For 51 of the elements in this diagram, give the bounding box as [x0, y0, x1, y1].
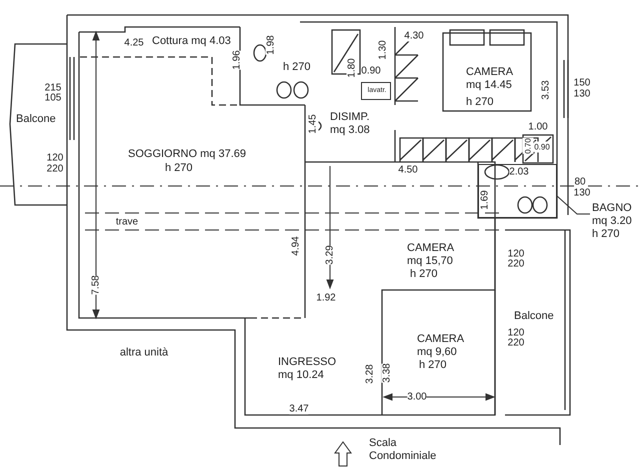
dimension-label: 120 [508, 328, 524, 338]
dimension-label: 105 [44, 92, 62, 104]
room-label: DISIMP. mq 3.08 [330, 111, 371, 137]
area-label: altra unità [120, 348, 168, 358]
dimension-label: 1.96 [232, 50, 242, 70]
room-label: Balcone [514, 310, 555, 323]
dimension-label: 130 [574, 88, 590, 100]
bathroom-area [478, 164, 557, 218]
ceiling-height: h 270 [165, 162, 194, 175]
leader-line [556, 196, 590, 214]
dimension-label: 2.03 [509, 166, 529, 178]
room-label: CAMERA mq 14.45 [466, 66, 514, 92]
dimension-label: 220 [508, 258, 524, 270]
dimension-label: 1.80 [346, 58, 358, 78]
ceiling-height: h 270 [592, 228, 621, 241]
dimension-label: 1.69 [480, 190, 490, 210]
dimension-label: 130 [574, 188, 590, 198]
dimension-label: 4.30 [404, 30, 424, 42]
dimension-label: 3.38 [382, 363, 392, 383]
dimension-label: 1.00 [528, 122, 548, 132]
room-label: SOGGIORNO mq 37.69 [128, 148, 247, 161]
dimension-label: 1.98 [266, 35, 276, 55]
dimension-label: 4.25 [124, 38, 144, 48]
dimension-label: 3.47 [289, 404, 309, 414]
dimension-label: 7.58 [90, 275, 102, 295]
dimension-label: 1.45 [308, 114, 318, 134]
dimension-label: 150 [574, 78, 590, 88]
dimension-label: 3.29 [324, 245, 336, 265]
dimension-label: 0.90 [361, 66, 381, 76]
dimension-label: 215 [44, 82, 62, 94]
dimension-label: 3.00 [407, 392, 427, 402]
ceiling-height: h 270 [419, 359, 448, 372]
dimension-label: 120 [46, 152, 64, 164]
dimension-label: 1.30 [378, 40, 388, 60]
dimension-label: 3.53 [540, 80, 552, 100]
dimension-label: 4.94 [290, 236, 302, 256]
dimension-label: 0.90 [534, 142, 550, 152]
ceiling-height: h 270 [410, 268, 439, 281]
dimension-label: 220 [508, 338, 524, 348]
dimension-label: 220 [46, 164, 64, 174]
dimension-label: 120 [508, 248, 524, 260]
room-label: Balcone [16, 113, 57, 126]
beam-label: trave [116, 216, 138, 228]
dimension-label: 0.70 [522, 138, 534, 154]
ceiling-height: h 270 [466, 96, 495, 109]
room-label: h 270 [283, 61, 312, 74]
dimension-label: 3.28 [364, 364, 376, 384]
dimension-label: 80 [574, 176, 586, 188]
dimension-label: 4.50 [398, 164, 418, 176]
dimension-label: 1.92 [316, 292, 336, 304]
room-label: INGRESSO mq 10.24 [278, 356, 338, 382]
